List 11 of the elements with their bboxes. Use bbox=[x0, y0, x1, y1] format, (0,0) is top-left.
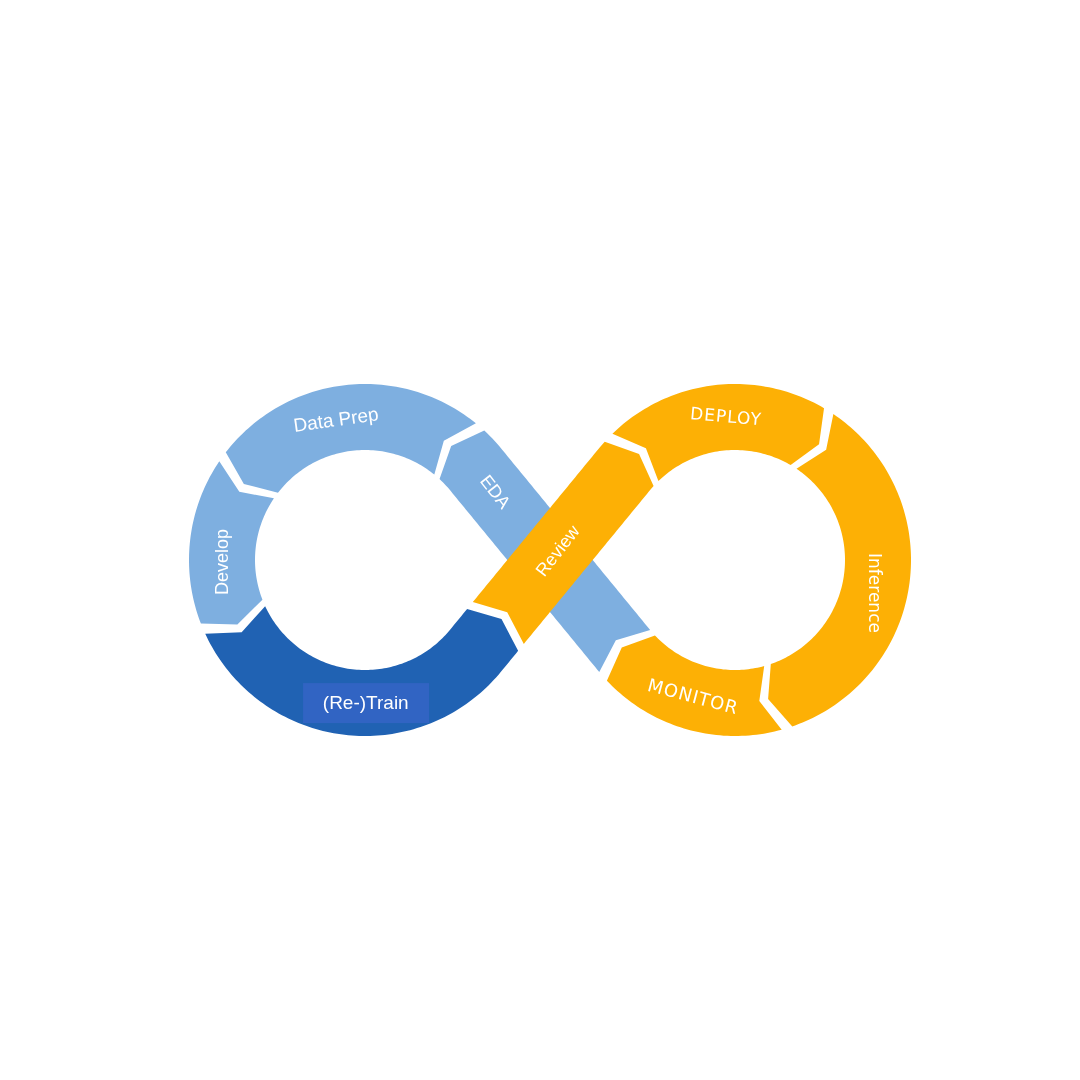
arrow-segment bbox=[225, 384, 476, 493]
stage-label: Data Prep bbox=[292, 403, 381, 437]
arrow-segment bbox=[768, 414, 911, 727]
stage-label: Develop bbox=[211, 529, 233, 596]
stage-label: DEPLOY bbox=[689, 404, 763, 431]
stage-label: Inference bbox=[864, 553, 884, 634]
arrow-segment bbox=[189, 461, 274, 625]
stage-label: (Re-)Train bbox=[302, 683, 429, 723]
arrow-segment bbox=[606, 635, 782, 736]
arrow-segment bbox=[205, 606, 519, 736]
arrow-segment bbox=[612, 384, 825, 482]
